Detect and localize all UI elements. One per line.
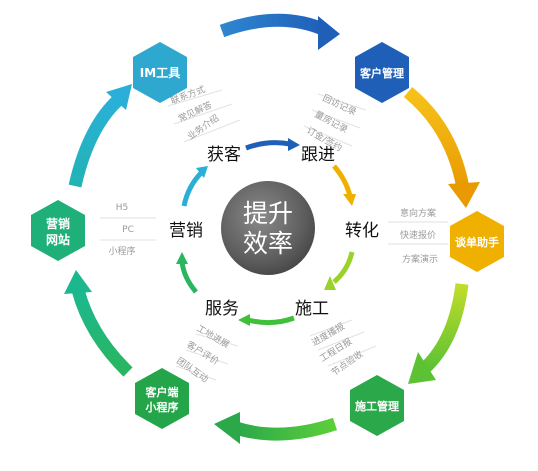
step-genjin: 跟进 [301,145,335,165]
outer-arrow-crm-to-sales [403,86,480,208]
hex-customer-management: 客户管理 [355,42,409,103]
hex-crm-label: 客户管理 [359,66,404,80]
features-sales: 意向方案 快速报价 方案演示 [388,207,448,265]
features-build: 进度播报 工程日报 节点验收 [310,319,377,378]
feature-sales-2: 快速报价 [400,229,436,241]
features-mini: 工地进展 客户评价 团队互动 [174,322,239,385]
inner-arrow-huoke-to-genjin [245,138,300,151]
hex-sales-assistant: 谈单助手 [450,211,504,272]
step-huoke: 获客 [207,145,241,165]
feature-sales-1: 意向方案 [400,207,436,219]
outer-arrow-build-to-mini [214,412,338,444]
features-web: H5 PC 小程序 [100,203,156,257]
hex-im-label: IM工具 [140,66,180,80]
inner-arrow-genjin-to-zhuanhua [332,164,356,206]
step-shigong: 施工 [295,299,329,319]
hex-build-label: 施工管理 [355,399,399,413]
step-yingxiao: 营销 [169,221,203,241]
outer-arrow-im-to-crm [219,13,340,50]
hex-client-miniprogram: 客户端 小程序 [135,368,189,429]
feature-web-1: H5 [116,203,129,213]
inner-arrow-zhuanhua-to-shigong [324,251,355,290]
hex-web-label-1: 营销 [46,216,70,231]
center-line1: 提升 [243,199,293,228]
inner-steps: 获客 跟进 转化 施工 服务 营销 [169,145,379,319]
center-hub: 提升 效率 [217,177,319,279]
hex-marketing-website: 营销 网站 [31,200,85,261]
hex-mini-label-1: 客户端 [145,385,179,399]
inner-arrow-yingxiao-to-huoke [181,166,208,207]
feature-sales-3: 方案演示 [402,253,438,265]
hex-web-label-2: 网站 [46,232,70,247]
feature-web-2: PC [122,225,134,235]
hex-sales-label: 谈单助手 [455,235,499,249]
outer-arrow-mini-to-web [64,270,133,377]
feature-web-3: 小程序 [108,245,135,257]
hex-im-tool: IM工具 [133,42,187,103]
inner-arrow-shigong-to-fuwu [238,314,295,326]
outer-arrow-web-to-im [68,84,132,188]
step-fuwu: 服务 [205,299,239,319]
outer-arrow-sales-to-build [408,283,469,384]
center-line2: 效率 [243,229,293,258]
inner-arrow-fuwu-to-yingxiao [176,252,198,294]
hex-mini-label-2: 小程序 [145,400,179,414]
step-zhuanhua: 转化 [345,221,379,241]
hex-construction-management: 施工管理 [350,375,404,436]
